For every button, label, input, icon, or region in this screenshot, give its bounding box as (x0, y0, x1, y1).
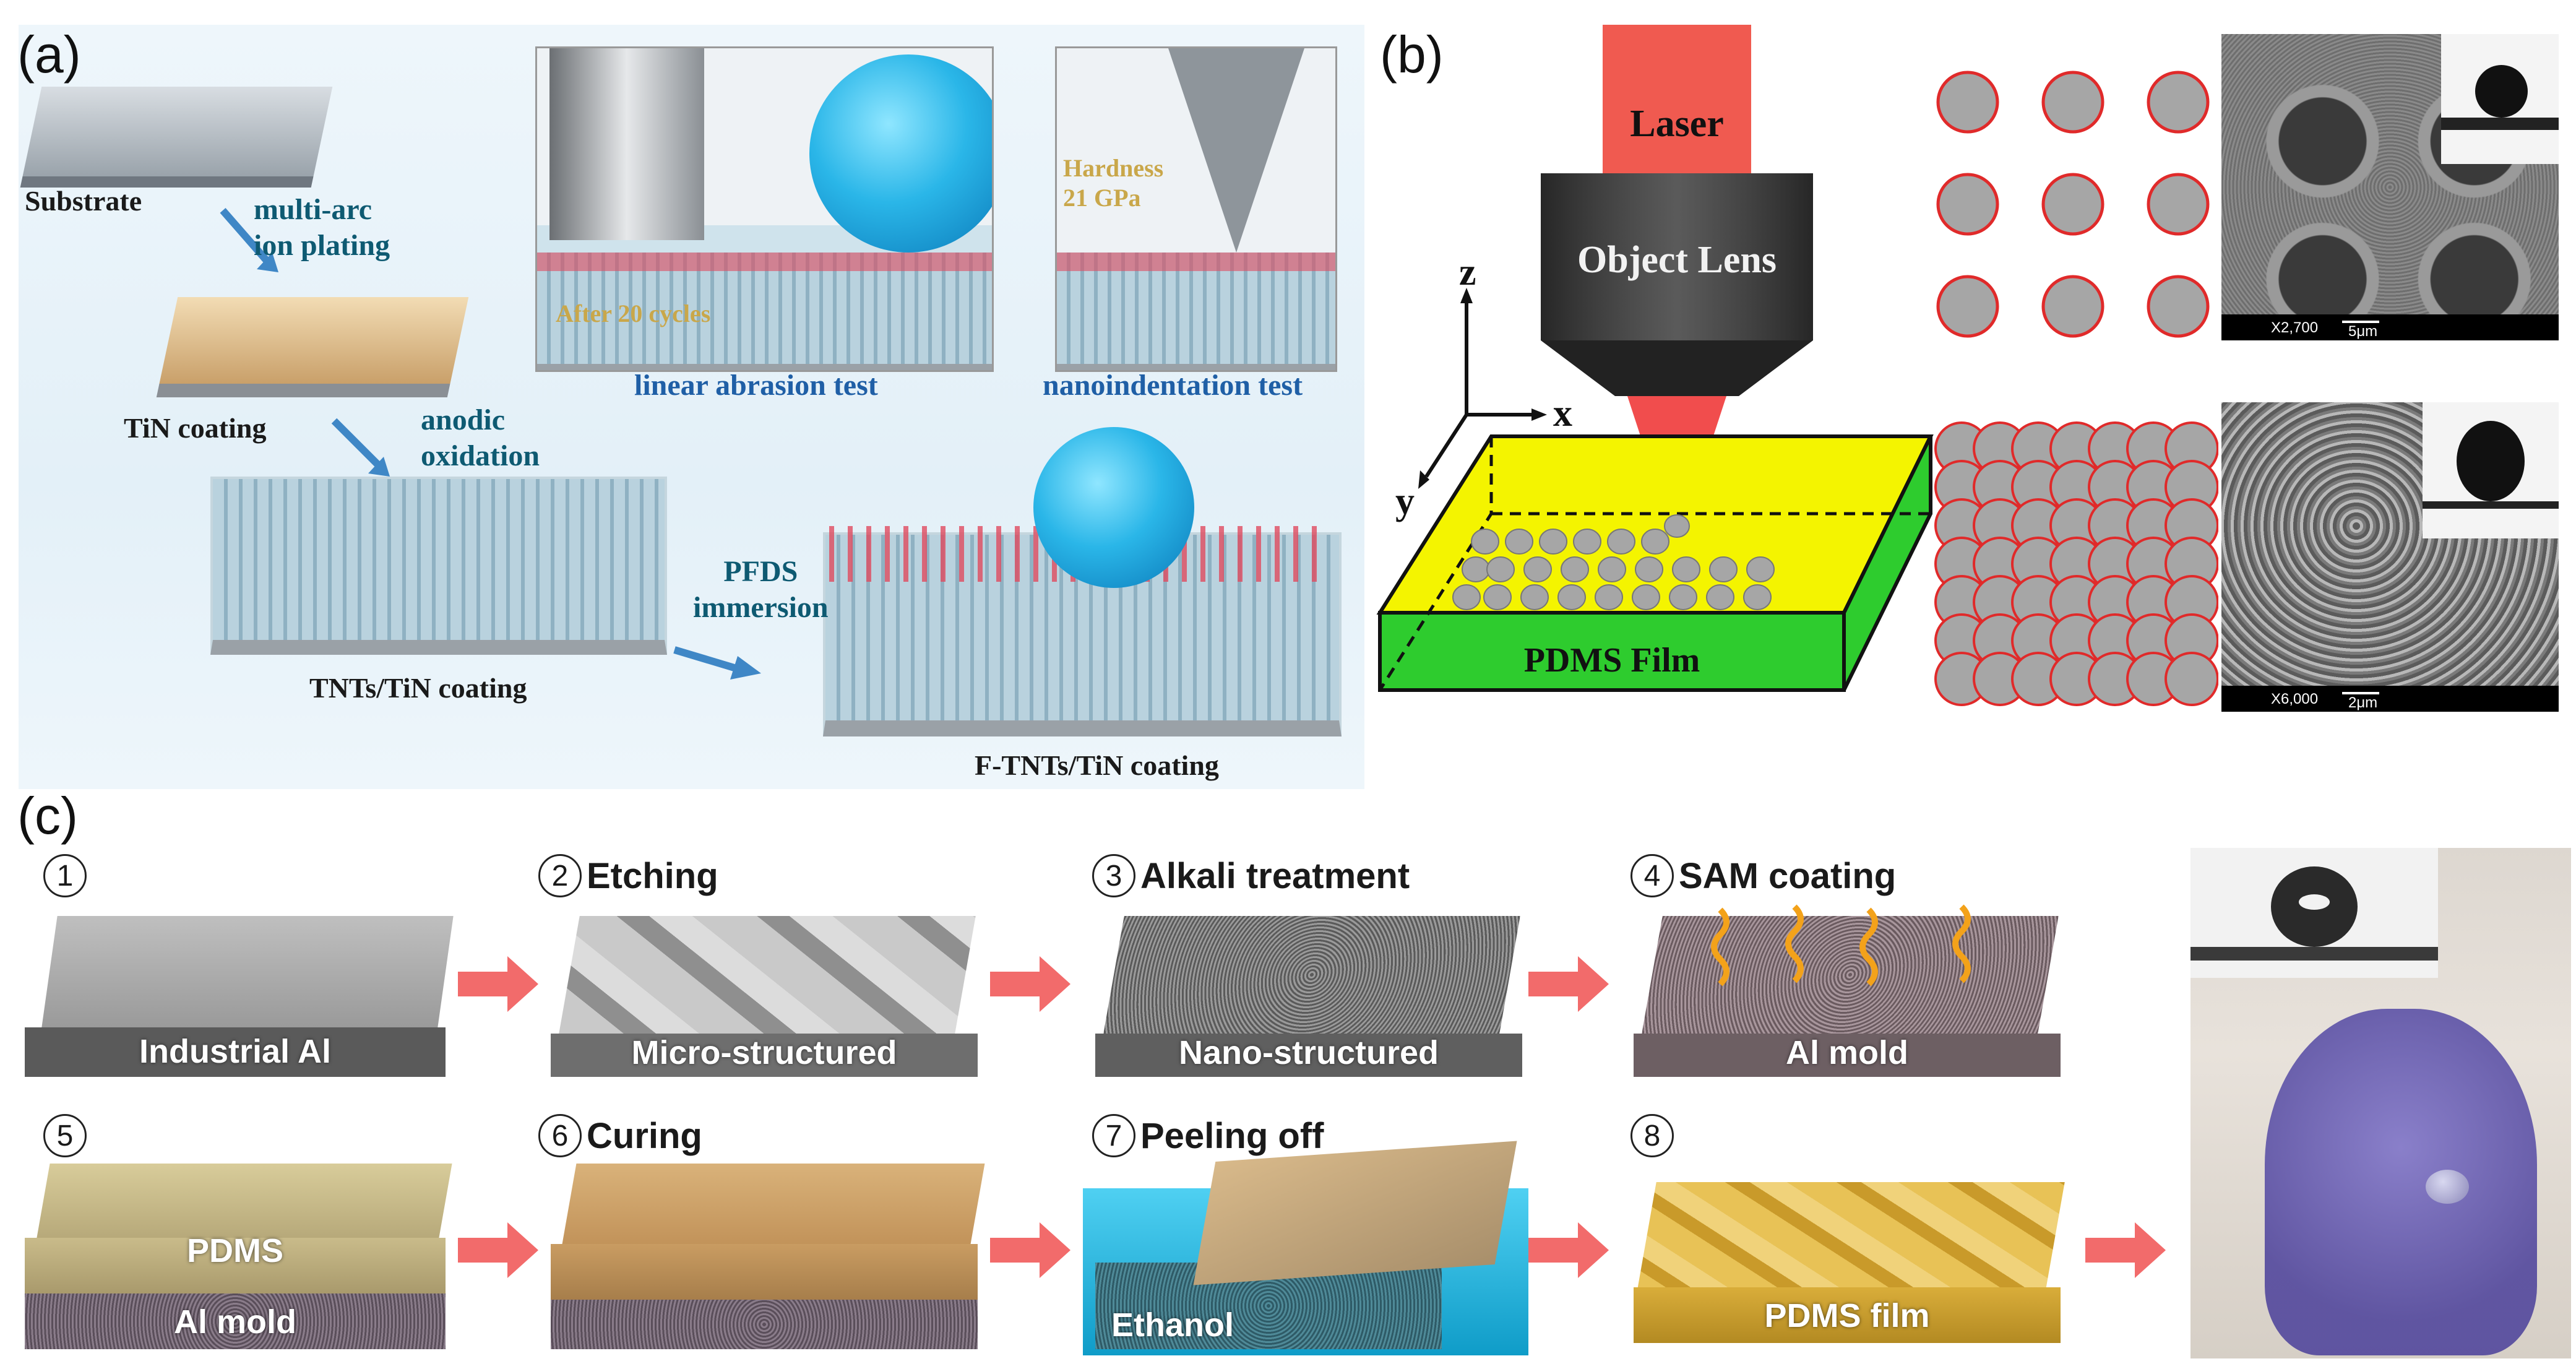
panel-c-letter: (c) (17, 787, 78, 845)
block-micro-structured: Micro-structured (551, 904, 978, 1077)
abrasion-caption: linear abrasion test (634, 369, 878, 402)
ablation-dots (1452, 529, 1775, 610)
dense-dot-pattern (1934, 421, 2218, 706)
process-arrows (220, 208, 761, 680)
abrasion-probe (549, 48, 704, 240)
glove-hand (2265, 1009, 2537, 1355)
axis-x-label: x (1553, 392, 1572, 434)
sem-image-1: X2,700 5μm (2221, 34, 2559, 340)
contact-angle-inset-1 (2441, 34, 2559, 164)
block-label-3: Nano-structured (1178, 1034, 1439, 1071)
sparse-dot-pattern (1936, 71, 2210, 338)
sem2-scale: 2μm (2348, 694, 2378, 711)
nano-inset: Hardness 21 GPa (1055, 46, 1337, 372)
block-label-5-mold: Al mold (174, 1303, 296, 1341)
step-1-title: 1 (43, 854, 87, 897)
step-8-title: 8 (1630, 1114, 1674, 1157)
axis-y-label: y (1395, 480, 1415, 522)
sem-scalebar-2: X6,000 2μm (2221, 686, 2559, 712)
block-label-5-pdms: PDMS (186, 1232, 283, 1269)
process-label-3: PFDS immersion (693, 555, 829, 624)
block-label-1: Industrial Al (139, 1033, 332, 1070)
sam-chains (1711, 904, 1971, 987)
sem-image-2: X6,000 2μm (2221, 402, 2559, 712)
sem1-scale: 5μm (2348, 323, 2378, 340)
process-label-1: multi-arc ion plating (254, 193, 390, 262)
block-curing (551, 1164, 985, 1349)
panel-a-letter: (a) (17, 25, 81, 84)
block-label-2: Micro-structured (631, 1034, 897, 1071)
tnts-block (210, 477, 667, 655)
abrasion-inset: After 20 cycles (535, 46, 994, 372)
glove-photo (2190, 848, 2571, 1358)
tin-label: TiN coating (124, 412, 267, 444)
block-al-mold: Al mold (1634, 904, 2061, 1077)
axis-z-label: z (1459, 251, 1476, 293)
abrasion-surface (537, 253, 992, 370)
sem-scalebar-1: X2,700 5μm (2221, 314, 2559, 340)
sem2-mag: X6,000 (2271, 691, 2319, 707)
contact-angle-inset-3 (2190, 848, 2438, 978)
glove-droplet (2426, 1170, 2469, 1204)
contact-angle-inset-2 (2423, 402, 2559, 538)
step-5-title: 5 (43, 1114, 87, 1157)
laser-box (1603, 25, 1751, 173)
panel-a: After 20 cycles Hardness 21 GPa linear a… (19, 25, 1364, 789)
lens-label: Object Lens (1577, 239, 1777, 281)
lens-nozzle (1541, 340, 1813, 396)
film-label: PDMS Film (1524, 641, 1700, 680)
block-label-8: PDMS film (1764, 1297, 1930, 1334)
block-label-7: Ethanol (1111, 1306, 1234, 1344)
process-label-2: anodic oxidation (421, 404, 540, 472)
hardness-label: Hardness 21 GPa (1063, 154, 1164, 212)
block-pdms-film: PDMS film (1634, 1164, 2065, 1349)
block-peeling: Ethanol (1083, 1141, 1528, 1355)
water-droplet (1033, 427, 1194, 588)
tnts-label: TNTs/TiN coating (309, 672, 527, 704)
substrate-label: Substrate (25, 185, 142, 217)
block-nano-structured: Nano-structured (1095, 904, 1522, 1077)
laser-label: Laser (1630, 103, 1724, 145)
block-industrial-al: Industrial Al (25, 916, 454, 1077)
block-pdms-on-mold: PDMS Al mold (25, 1164, 452, 1349)
block-label-4: Al mold (1786, 1034, 1908, 1071)
nano-caption: nanoindentation test (1043, 369, 1303, 402)
laser-setup: Laser Object Lens z x y PDMS Film (1376, 25, 1934, 692)
nano-surface (1057, 253, 1335, 370)
film-side (1842, 435, 1932, 691)
abrasion-droplet (809, 54, 992, 253)
sem1-mag: X2,700 (2271, 319, 2319, 336)
dense-dot (2165, 652, 2218, 706)
ftnts-label: F-TNTs/TiN coating (975, 749, 1219, 781)
indenter-tip (1168, 48, 1304, 253)
panel-b-letter: (b) (1380, 25, 1444, 84)
abrasion-inset-text: After 20 cycles (556, 300, 711, 327)
